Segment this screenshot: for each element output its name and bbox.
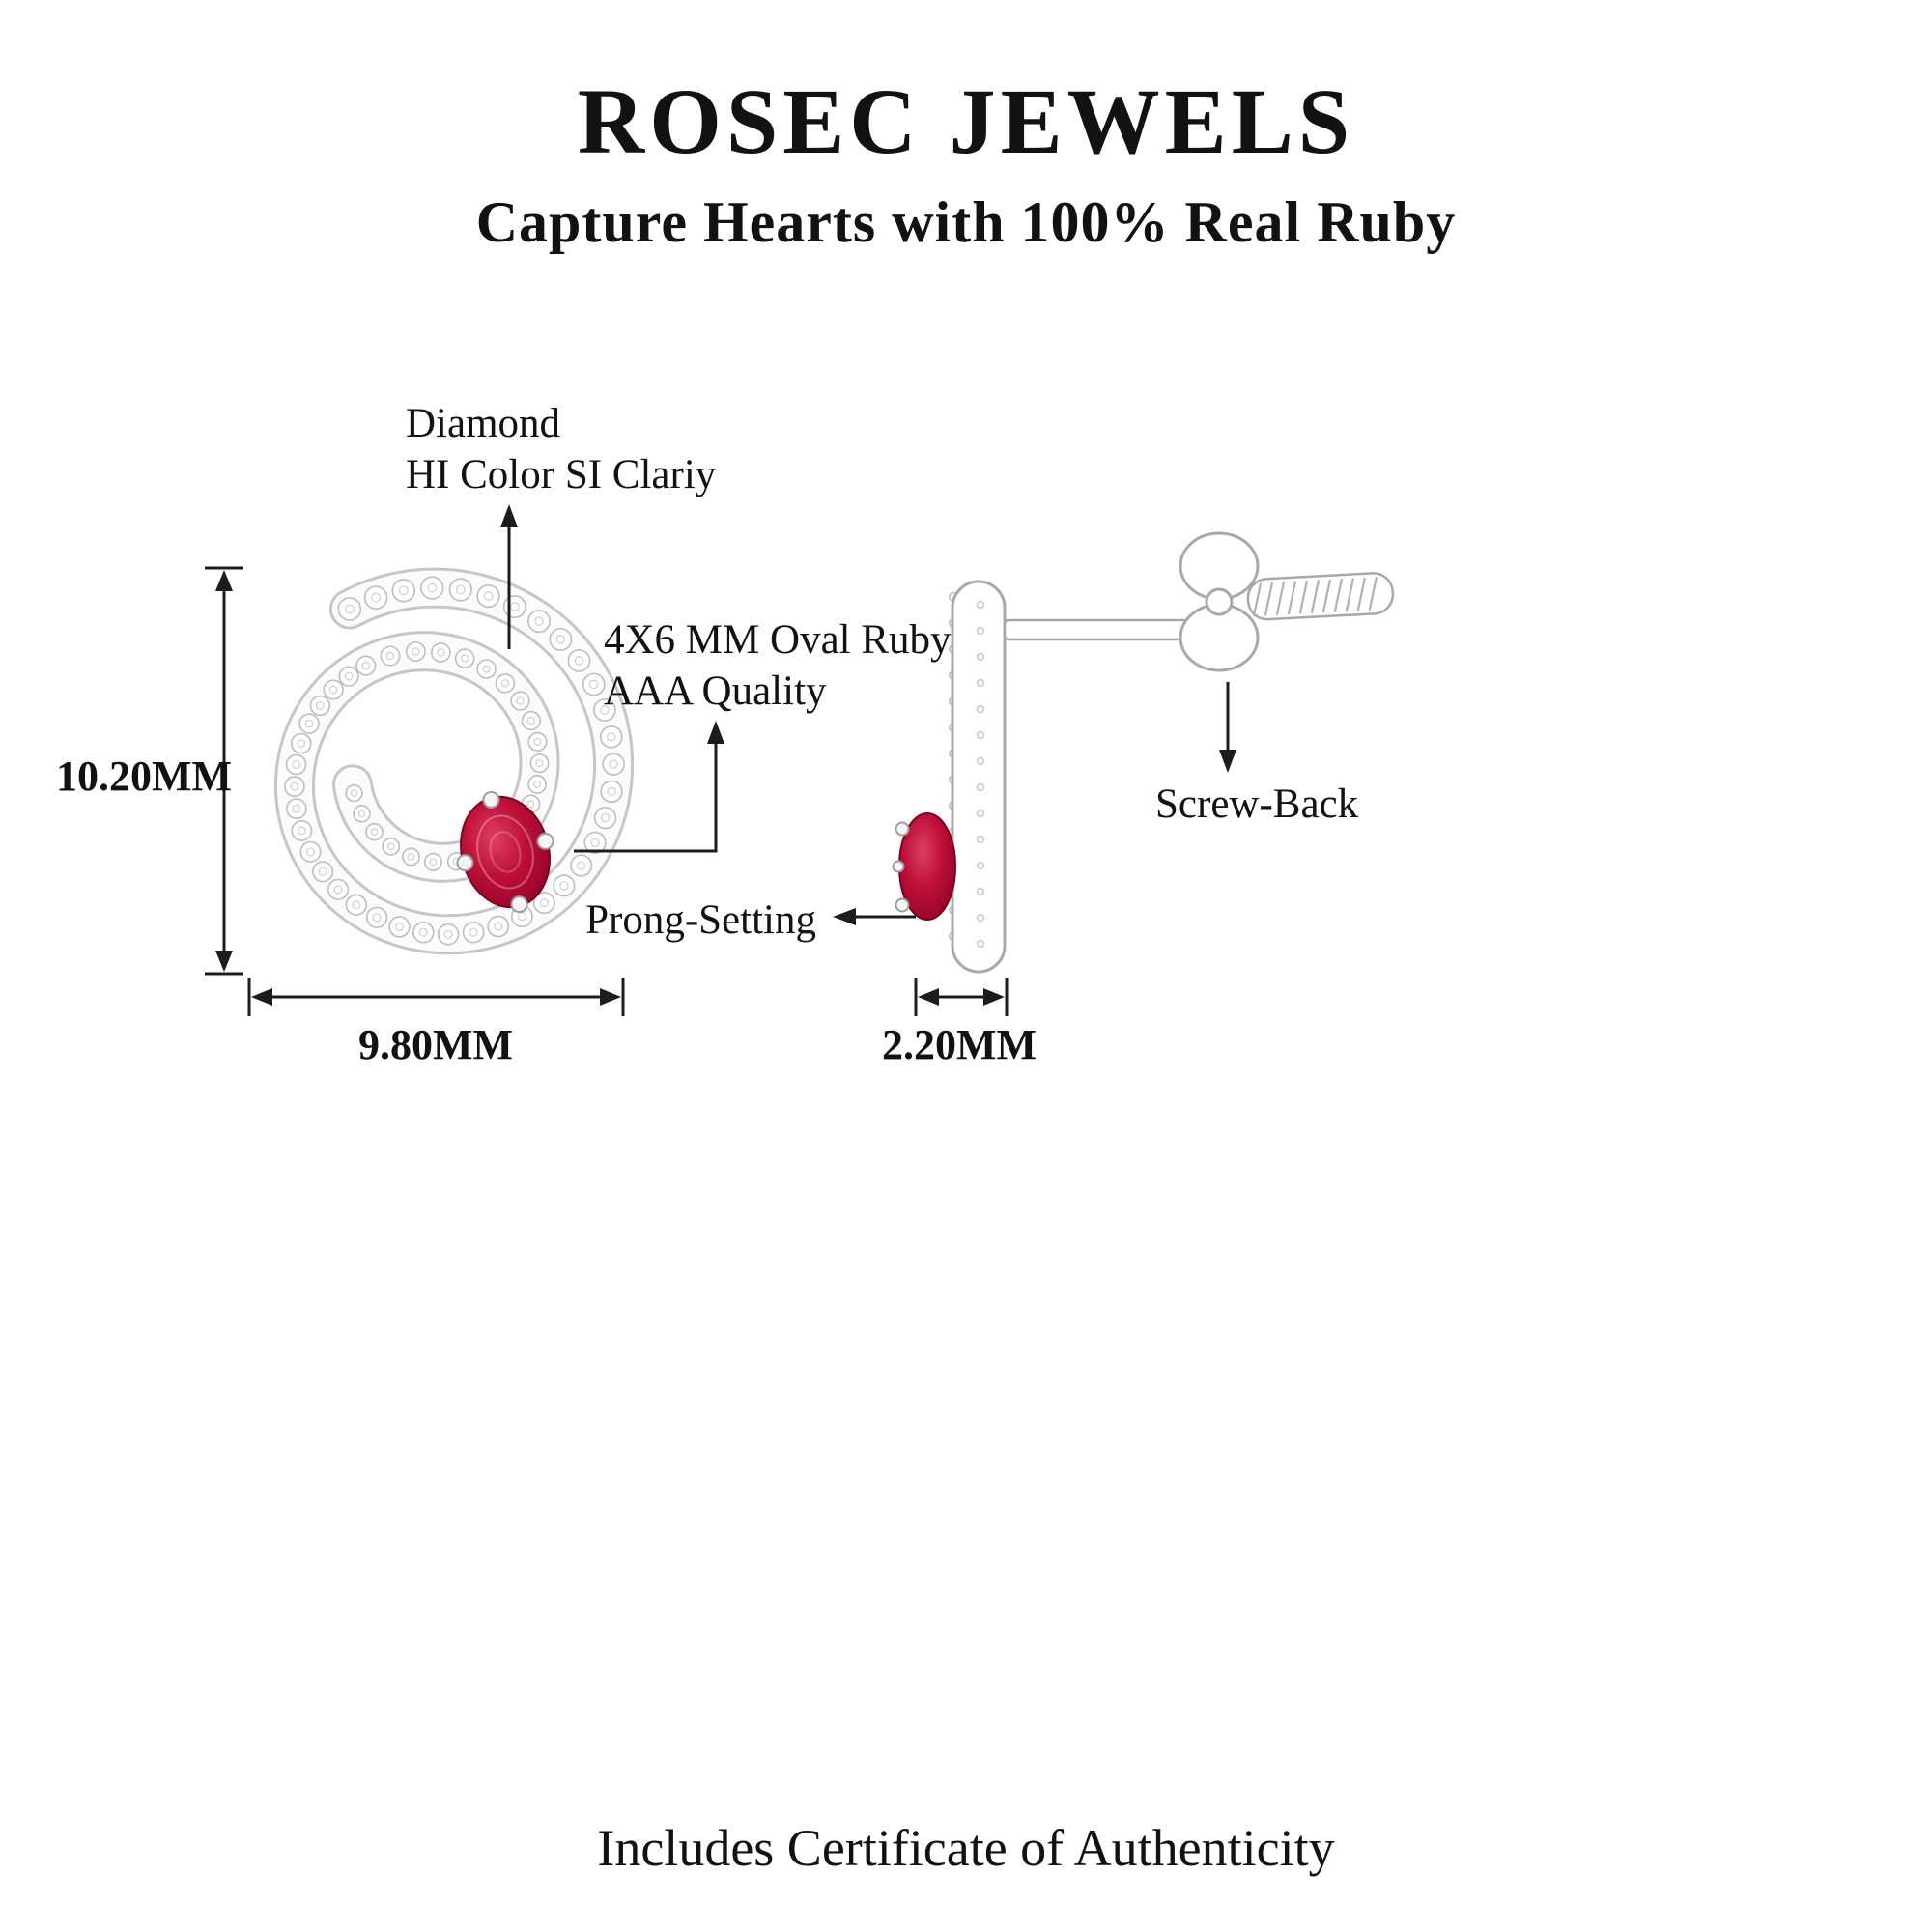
side-bar bbox=[951, 580, 1007, 974]
depth-dimension-line bbox=[914, 978, 1009, 1016]
prong-icon bbox=[510, 895, 528, 914]
prong-icon bbox=[895, 897, 910, 913]
prong-icon bbox=[892, 860, 905, 873]
brand-title: ROSEC JEWELS bbox=[577, 70, 1355, 173]
diamond-spiral bbox=[273, 567, 635, 955]
height-dimension-label: 10.20MM bbox=[56, 753, 233, 800]
screw-thread bbox=[1246, 572, 1395, 621]
certificate-note: Includes Certificate of Authenticity bbox=[597, 1819, 1335, 1877]
diamond-annotation-line2: HI Color SI Clariy bbox=[406, 452, 717, 498]
ruby-annotation: 4X6 MM Oval Ruby AAA Quality bbox=[604, 614, 952, 718]
ruby-annotation-line2: AAA Quality bbox=[604, 668, 827, 715]
prong-icon bbox=[456, 854, 474, 872]
earring-side-illustration bbox=[892, 531, 1395, 974]
prong-setting-label: Prong-Setting bbox=[585, 897, 816, 943]
prong-icon bbox=[482, 790, 500, 809]
diamond-annotation-line1: Diamond bbox=[406, 401, 561, 446]
prong-icon bbox=[895, 821, 910, 837]
callout-arrows bbox=[500, 504, 1236, 925]
width-dimension-label: 9.80MM bbox=[357, 1021, 514, 1068]
ruby-callout-arrow bbox=[574, 721, 724, 853]
screwback-label: Screw-Back bbox=[1155, 781, 1359, 827]
diamond-callout-arrow bbox=[500, 504, 518, 649]
side-diamond-dots bbox=[976, 600, 985, 949]
earring-front-illustration bbox=[273, 567, 635, 955]
height-dimension-line bbox=[205, 566, 243, 976]
depth-dimension-label: 2.20MM bbox=[881, 1021, 1037, 1068]
butterfly-screw-back bbox=[1179, 531, 1260, 672]
tagline: Capture Hearts with 100% Real Ruby bbox=[475, 190, 1457, 254]
prong-callout-arrow bbox=[833, 908, 916, 925]
prong-icon bbox=[536, 832, 554, 850]
ruby-annotation-line1: 4X6 MM Oval Ruby bbox=[604, 617, 952, 663]
diamond-annotation: Diamond HI Color SI Clariy bbox=[406, 398, 716, 501]
ruby-gemstone-front bbox=[456, 790, 554, 914]
screwback-callout-arrow bbox=[1219, 682, 1236, 773]
width-dimension-line bbox=[247, 978, 625, 1016]
dimension-lines bbox=[205, 566, 1009, 1016]
ruby-gemstone-side bbox=[892, 812, 956, 921]
